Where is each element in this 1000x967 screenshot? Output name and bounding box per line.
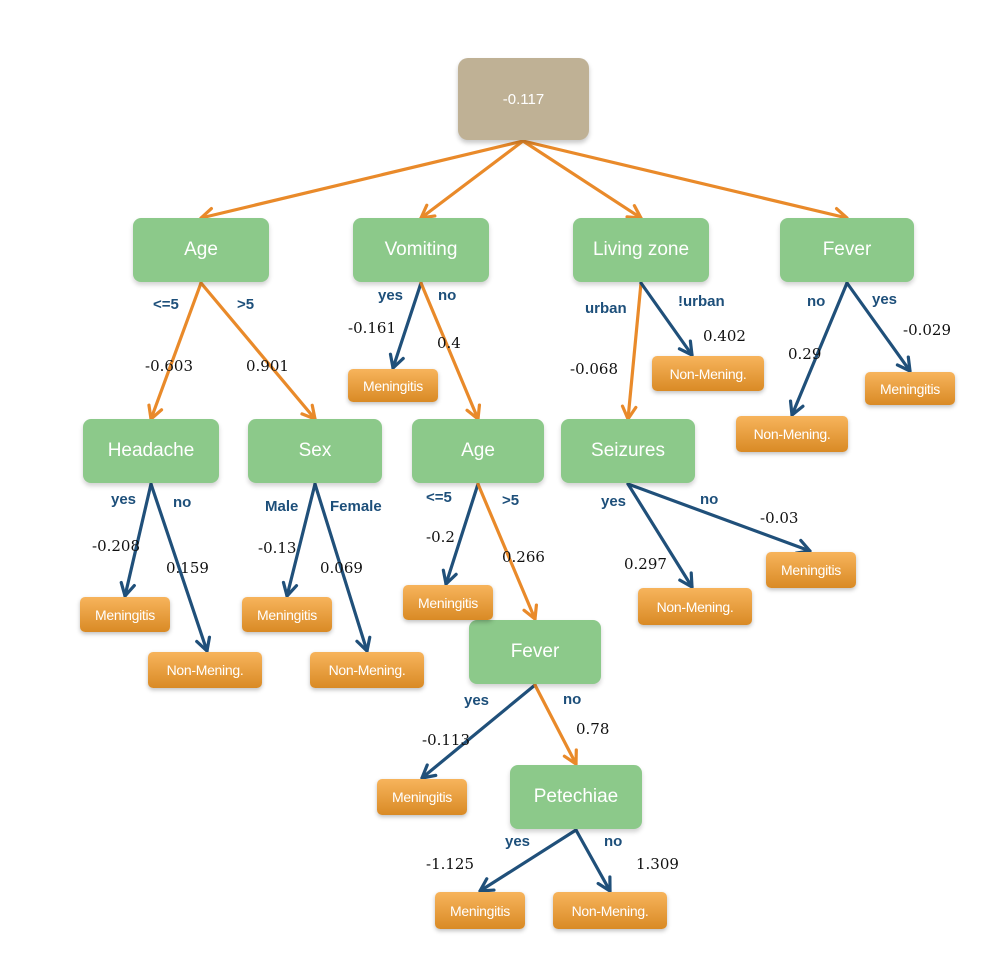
leaf-petechiae-no: Non-Mening. xyxy=(553,892,667,929)
edge-value-age-2-young: -0.2 xyxy=(426,528,455,546)
branch-label-vomiting-yes: yes xyxy=(378,287,404,304)
edge-value-fever-no: 0.29 xyxy=(788,345,822,363)
branch-label-age-young: <=5 xyxy=(153,296,179,313)
edge-fever-2-leaf xyxy=(420,683,537,780)
leaf-seizures-no: Meningitis xyxy=(766,552,856,588)
leaf-seizures-yes: Non-Mening. xyxy=(638,588,752,625)
branch-label-living-not-urban: !urban xyxy=(678,293,725,310)
edge-value-petechiae-no: 1.309 xyxy=(636,855,679,873)
edge-age-2-fever xyxy=(476,482,539,621)
edge-seizures-leaf-yes xyxy=(626,482,694,589)
edge-fever-leaf-no xyxy=(788,281,849,417)
edge-root-age xyxy=(199,139,525,224)
node-headache: Headache xyxy=(83,419,219,483)
edge-age-2-leaf xyxy=(441,482,480,586)
leaf-age-2-young: Meningitis xyxy=(403,585,493,620)
edge-value-sex-female: 0.069 xyxy=(320,559,363,577)
edge-headache-leaf-no xyxy=(149,482,212,653)
leaf-fever-no: Non-Mening. xyxy=(736,416,848,452)
leaf-sex-female: Non-Mening. xyxy=(310,652,424,688)
edge-living-leaf xyxy=(639,281,694,357)
edge-value-age-2-old: 0.266 xyxy=(502,548,545,566)
branch-label-living-urban: urban xyxy=(585,300,627,317)
leaf-headache-no: Non-Mening. xyxy=(148,652,262,688)
edge-value-age-young: -0.603 xyxy=(145,357,194,375)
edge-age-sex xyxy=(199,281,317,421)
edge-petechiae-leaf-yes xyxy=(478,828,578,893)
edge-root-fever xyxy=(521,139,849,224)
branch-label-vomiting-no: no xyxy=(438,287,457,304)
node-fever-2: Fever xyxy=(469,620,601,684)
branch-label-age-old: >5 xyxy=(237,296,255,313)
leaf-fever-yes: Meningitis xyxy=(865,372,955,405)
edge-headache-leaf-yes xyxy=(119,482,153,598)
node-age: Age xyxy=(133,218,269,282)
edge-petechiae-leaf-no xyxy=(574,828,612,893)
node-living-zone: Living zone xyxy=(573,218,709,282)
branch-label-sex-female: Female xyxy=(330,498,382,515)
leaf-petechiae-yes: Meningitis xyxy=(435,892,525,929)
edge-value-headache-no: 0.159 xyxy=(166,559,209,577)
leaf-fever-2-yes: Meningitis xyxy=(377,779,467,815)
edge-value-vomiting-yes: -0.161 xyxy=(348,319,397,337)
branch-label-headache-no: no xyxy=(173,494,192,511)
edge-sex-leaf-male xyxy=(281,482,317,598)
leaf-vomiting-yes: Meningitis xyxy=(348,369,438,402)
branch-label-fever-2-yes: yes xyxy=(464,692,490,709)
node-sex: Sex xyxy=(248,419,382,483)
node-petechiae: Petechiae xyxy=(510,765,642,829)
edge-vomiting-leaf xyxy=(388,281,423,370)
edge-value-age-old: 0.901 xyxy=(246,357,289,375)
edge-value-fever-2-yes: -0.113 xyxy=(422,731,471,749)
node-vomiting: Vomiting xyxy=(353,218,489,282)
edge-fever-leaf-yes xyxy=(845,281,912,373)
edge-value-living-not-urban: 0.402 xyxy=(703,327,746,345)
edge-value-vomiting-no: 0.4 xyxy=(437,334,461,352)
branch-label-petechiae-yes: yes xyxy=(505,833,531,850)
branch-label-headache-yes: yes xyxy=(111,491,137,508)
root-node: -0.117 xyxy=(458,58,589,140)
leaf-sex-male: Meningitis xyxy=(242,597,332,632)
edge-value-living-urban: -0.068 xyxy=(570,360,619,378)
edge-root-living-zone xyxy=(521,139,643,220)
branch-label-petechiae-no: no xyxy=(604,833,623,850)
edge-value-fever-yes: -0.029 xyxy=(903,321,952,339)
node-age-2: Age xyxy=(412,419,544,483)
edge-value-seizures-no: -0.03 xyxy=(760,509,799,527)
edge-value-sex-male: -0.13 xyxy=(258,539,297,557)
leaf-headache-yes: Meningitis xyxy=(80,597,170,632)
leaf-living-zone-not-urban: Non-Mening. xyxy=(652,356,764,391)
branch-label-fever-no: no xyxy=(807,293,826,310)
branch-label-fever-2-no: no xyxy=(563,691,582,708)
branch-label-fever-yes: yes xyxy=(872,291,898,308)
edge-sex-leaf-female xyxy=(313,482,372,653)
node-seizures: Seizures xyxy=(561,419,695,483)
edge-value-fever-2-no: 0.78 xyxy=(576,720,610,738)
branch-label-seizures-yes: yes xyxy=(601,493,627,510)
node-fever: Fever xyxy=(780,218,914,282)
branch-label-age-2-young: <=5 xyxy=(426,489,452,506)
edge-value-headache-yes: -0.208 xyxy=(92,537,141,555)
branch-label-sex-male: Male xyxy=(265,498,299,515)
edge-value-seizures-yes: 0.297 xyxy=(624,555,667,573)
branch-label-age-2-old: >5 xyxy=(502,492,520,509)
branch-label-seizures-no: no xyxy=(700,491,719,508)
edge-fever-2-petechiae xyxy=(533,683,578,766)
edge-value-petechiae-yes: -1.125 xyxy=(426,855,475,873)
